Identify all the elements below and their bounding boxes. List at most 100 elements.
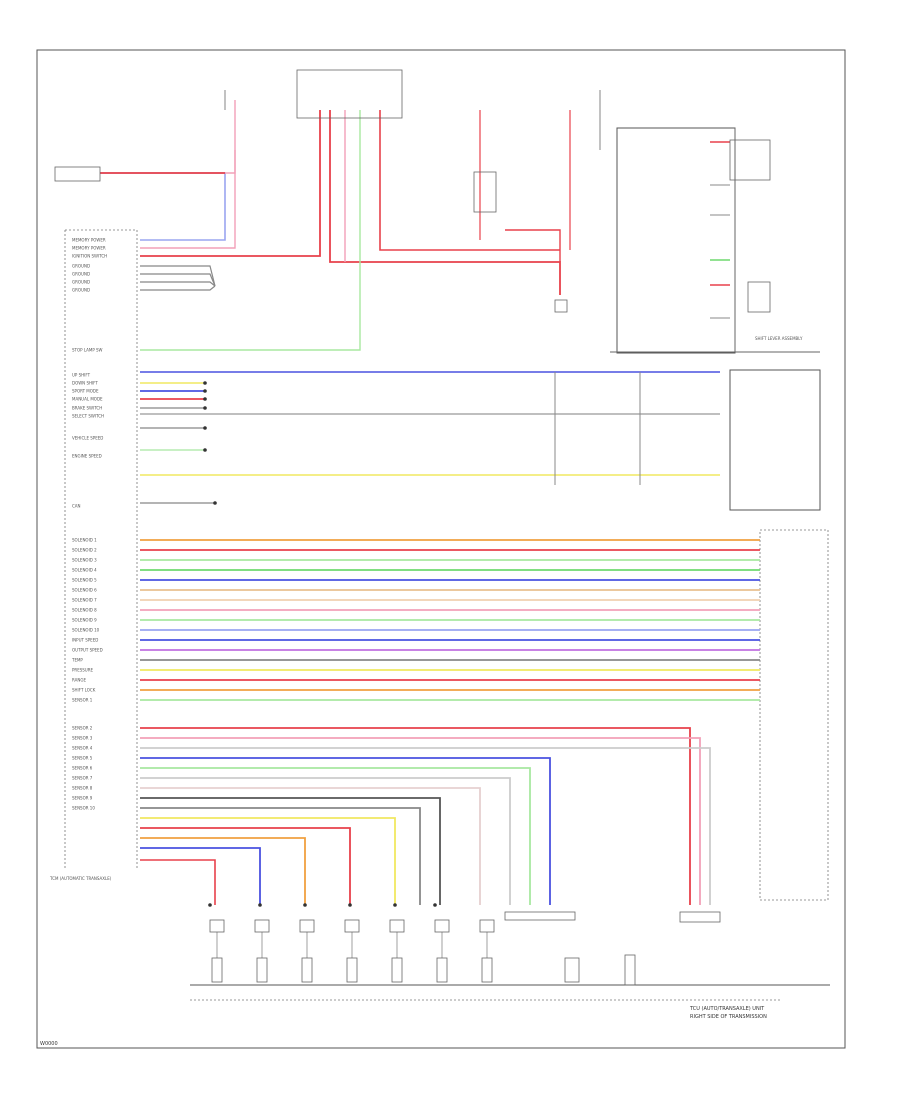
sensor-wire (140, 727, 691, 905)
wire-group (100, 90, 820, 958)
term-dot (203, 397, 207, 401)
sensor-body (211, 957, 223, 983)
diagram-frame (36, 49, 846, 1049)
ground-wire (140, 285, 216, 291)
pin-label: OUTPUT SPEED (72, 648, 103, 653)
pin-label: SOLENOID 3 (72, 558, 97, 563)
pin-label: SOLENOID 7 (72, 598, 97, 603)
sensor-body (256, 957, 268, 983)
caption-line-2: RIGHT SIDE OF TRANSMISSION (690, 1014, 767, 1020)
pin-label: GROUND (72, 264, 90, 269)
term-dot (203, 381, 207, 385)
ground-wire (140, 273, 216, 287)
ground-wire (140, 265, 216, 287)
connector-top-left (54, 166, 101, 182)
sensor-wire (140, 837, 306, 905)
memory-power-feed (225, 100, 236, 174)
pin-label: TEMP (71, 658, 83, 663)
pin-label: BRAKE SWITCH (72, 406, 102, 411)
splice-dot (258, 903, 262, 907)
stop-lamp-sw-symbol (729, 139, 771, 181)
connector-block (679, 911, 721, 923)
sensor-body (436, 957, 448, 983)
sensor-connector (479, 919, 495, 933)
right-component-box (616, 127, 736, 354)
pin-label: SOLENOID 6 (72, 588, 97, 593)
label-group: MEMORY POWER MEMORY POWER IGNITION SWITCH G… (71, 238, 107, 811)
pin-label: SENSOR 8 (72, 786, 93, 791)
sensor-body (564, 957, 580, 983)
shift-lever-box (729, 369, 821, 511)
pin-label: SENSOR 6 (72, 766, 93, 771)
sensor-body (391, 957, 403, 983)
sensor-connector (254, 919, 270, 933)
pin-label: SENSOR 2 (72, 726, 93, 731)
splice-dot (208, 903, 212, 907)
fuse-box-top (296, 69, 403, 119)
pin-label: GROUND (72, 288, 90, 293)
pin-label: SOLENOID 5 (72, 578, 97, 583)
sensor-connector (344, 919, 360, 933)
memory-power-wire-2 (140, 150, 236, 249)
sensor-wire (140, 767, 531, 905)
sensor-connector (389, 919, 405, 933)
sensor-wire (140, 859, 216, 905)
pin-label: SENSOR 4 (72, 746, 93, 751)
pin-label: SOLENOID 8 (72, 608, 97, 613)
sensor-connector (434, 919, 450, 933)
pin-label: SOLENOID 10 (72, 628, 100, 633)
pin-label: VEHICLE SPEED (72, 436, 103, 441)
pin-label: SENSOR 5 (72, 756, 93, 761)
term-dot (203, 426, 207, 430)
stop-lamp-switch (473, 171, 497, 213)
pin-label: ENGINE SPEED (72, 454, 102, 459)
pin-label: GROUND (72, 280, 90, 285)
component-group (54, 69, 771, 986)
sensor-body (481, 957, 493, 983)
sensor-wire (140, 807, 421, 905)
pin-label: SOLENOID 4 (72, 568, 97, 573)
term-dot (203, 448, 207, 452)
shift-lock-solenoid (747, 281, 771, 313)
ground-wire (140, 281, 216, 287)
connector-box-right (759, 529, 829, 901)
pin-label: SENSOR 7 (72, 776, 93, 781)
stop-lamp-wire (140, 110, 361, 351)
ignition-wire (140, 110, 321, 257)
pin-label: MEMORY POWER (72, 238, 106, 243)
pin-label: DOWN SHIFT (72, 381, 98, 386)
sensor-connector (299, 919, 315, 933)
sensor-body (301, 957, 313, 983)
sensor-wire (140, 737, 701, 905)
pin-label: CAN (72, 504, 81, 509)
sensor-wire (140, 847, 261, 905)
module-note: TCM (AUTOMATIC TRANSAXLE) (49, 876, 112, 881)
pin-label: GROUND (72, 272, 90, 277)
sensor-wire (140, 827, 351, 905)
pin-label: RANGE (72, 678, 86, 683)
pin-label: SOLENOID 2 (72, 548, 97, 553)
ecm-terminal (554, 299, 568, 313)
pin-label: SHIFT LOCK (72, 688, 96, 693)
sensor-wire (140, 757, 551, 905)
stop-lamp-switch-wire (505, 229, 561, 262)
pin-label: SELECT SWITCH (72, 414, 104, 419)
pin-label: UP SHIFT (72, 373, 91, 378)
ignition-feed-2 (329, 110, 561, 295)
pin-label: SENSOR 1 (72, 698, 93, 703)
term-dot (213, 501, 217, 505)
splice-dot (348, 903, 352, 907)
sensor-wire (140, 817, 396, 905)
pin-label: IGNITION SWITCH (72, 254, 107, 259)
sensor-wire (140, 797, 441, 905)
pin-label: MANUAL MODE (72, 397, 103, 402)
pin-label: SENSOR 10 (72, 806, 95, 811)
connector-block (504, 911, 576, 921)
pin-label: SPORT MODE (72, 389, 99, 394)
pin-label: SOLENOID 9 (72, 618, 97, 623)
fuse-feed-red (379, 110, 560, 251)
sensor-body (346, 957, 358, 983)
splice-dot (393, 903, 397, 907)
pin-label: MEMORY POWER (72, 246, 106, 251)
